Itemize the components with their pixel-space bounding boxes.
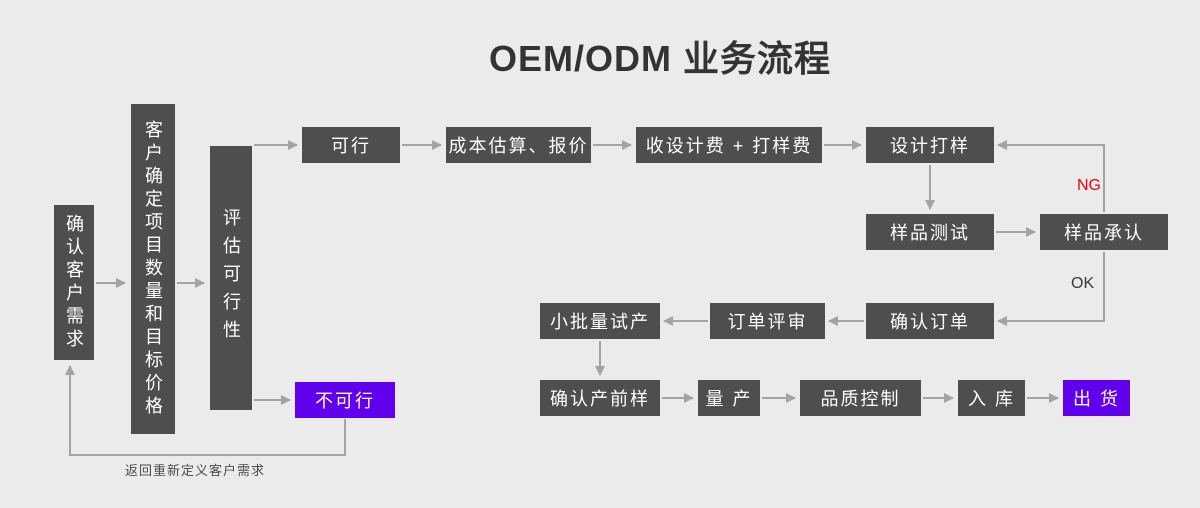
arrow-feedback-to-needs <box>65 365 346 456</box>
node-feasible: 可行 <box>302 127 400 163</box>
node-label: 客户确定项目数量和目标价格 <box>143 119 163 419</box>
node-small-batch-trial: 小批量试产 <box>540 303 660 339</box>
page-title: OEM/ODM 业务流程 <box>489 38 831 79</box>
node-mass-production: 量 产 <box>698 380 760 416</box>
node-confirm-order: 确认订单 <box>866 303 994 339</box>
node-pre-production-sample: 确认产前样 <box>540 380 660 416</box>
feedback-note: 返回重新定义客户需求 <box>125 463 266 478</box>
node-evaluate-feasibility: 评估可行性 <box>210 146 252 410</box>
node-confirm-needs: 确认客户需求 <box>54 205 94 360</box>
node-define-project: 客户确定项目数量和目标价格 <box>131 104 175 434</box>
node-quality-control: 品质控制 <box>800 380 921 416</box>
node-sample-test: 样品测试 <box>866 214 994 250</box>
node-design-fee: 收设计费 + 打样费 <box>636 127 822 163</box>
node-label: 评估可行性 <box>221 208 241 348</box>
arrow-ok-to-confirm-order <box>997 252 1105 326</box>
node-shipping: 出 货 <box>1063 380 1130 416</box>
node-cost-quote: 成本估算、报价 <box>446 127 591 163</box>
node-sample-approval: 样品承认 <box>1040 214 1168 250</box>
arrow-ng-loop-to-sampling <box>997 140 1105 212</box>
node-warehousing: 入 库 <box>958 380 1025 416</box>
node-label: 确认客户需求 <box>64 213 84 352</box>
node-design-sampling: 设计打样 <box>866 127 994 163</box>
node-order-review: 订单评审 <box>710 303 825 339</box>
node-not-feasible: 不可行 <box>295 382 395 418</box>
edge-label-ng: NG <box>1077 177 1101 194</box>
edge-label-ok: OK <box>1071 275 1095 292</box>
